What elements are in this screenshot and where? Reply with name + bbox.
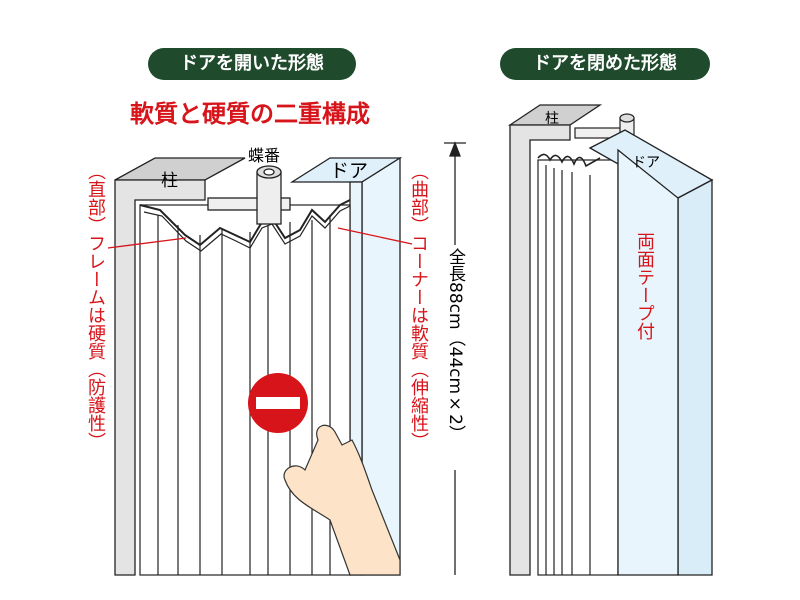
left-frame-panels (139, 199, 351, 576)
subtitle: 軟質と硬質の二重構成 (130, 100, 370, 128)
left-pillar (114, 157, 246, 576)
dimension-label: 全長88cm（44cm×2） (445, 248, 465, 442)
hinge (207, 165, 291, 225)
left-pillar-label: 柱 (161, 171, 178, 191)
left-panel-title: ドアを開いた形態 (148, 48, 356, 80)
dimension-line (444, 141, 466, 575)
right-folded-panels (537, 113, 635, 576)
frame-note: （直部）フレームは硬質（防護性） (85, 162, 106, 450)
corner-note: （曲部）コーナーは軟質（伸縮性） (408, 162, 429, 450)
right-panel-title: ドアを閉めた形態 (500, 48, 710, 80)
right-pillar-label: 柱 (545, 111, 559, 127)
no-entry-icon (248, 373, 308, 433)
right-pillar (507, 104, 603, 576)
hand-icon (283, 424, 401, 576)
hinge-label: 蝶番 (248, 146, 281, 165)
tape-note: 両面テープ付 (634, 232, 655, 340)
right-door (588, 129, 714, 576)
left-door-label: ドア (330, 160, 369, 182)
right-door-label: ドア (632, 155, 660, 171)
